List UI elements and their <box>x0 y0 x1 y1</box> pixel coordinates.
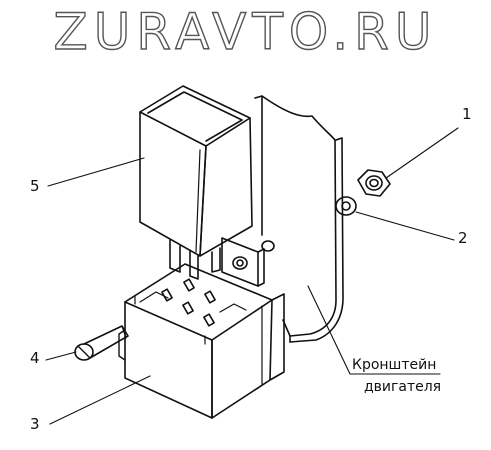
mounting-tab <box>221 237 265 287</box>
callout-2: 2 <box>458 229 468 247</box>
leader-3 <box>49 375 151 425</box>
nut <box>357 169 391 197</box>
socket-slot <box>204 290 216 304</box>
engine-bracket <box>254 95 344 343</box>
socket-slot <box>203 313 215 327</box>
leader-4 <box>45 351 77 361</box>
socket-slot <box>182 301 194 315</box>
leader-5 <box>47 157 145 187</box>
leader-1 <box>385 127 459 179</box>
socket-slot <box>161 288 173 302</box>
callout-1: 1 <box>462 105 472 123</box>
bracket-hole <box>261 240 275 252</box>
leader-lines <box>45 127 459 425</box>
socket-slot <box>183 278 195 292</box>
callout-4: 4 <box>30 349 40 367</box>
washer <box>335 196 357 216</box>
leader-bracket <box>307 285 441 375</box>
relay-socket <box>118 263 285 419</box>
callout-5: 5 <box>30 177 40 195</box>
bracket-caption-line1: Кронштейн <box>352 357 437 373</box>
watermark: ZURAVTO.RU <box>53 2 438 61</box>
callout-3: 3 <box>30 415 40 433</box>
relay <box>139 85 253 280</box>
screw <box>74 325 129 361</box>
bracket-caption-line2: двигателя <box>364 379 442 395</box>
leader-2 <box>355 211 455 241</box>
